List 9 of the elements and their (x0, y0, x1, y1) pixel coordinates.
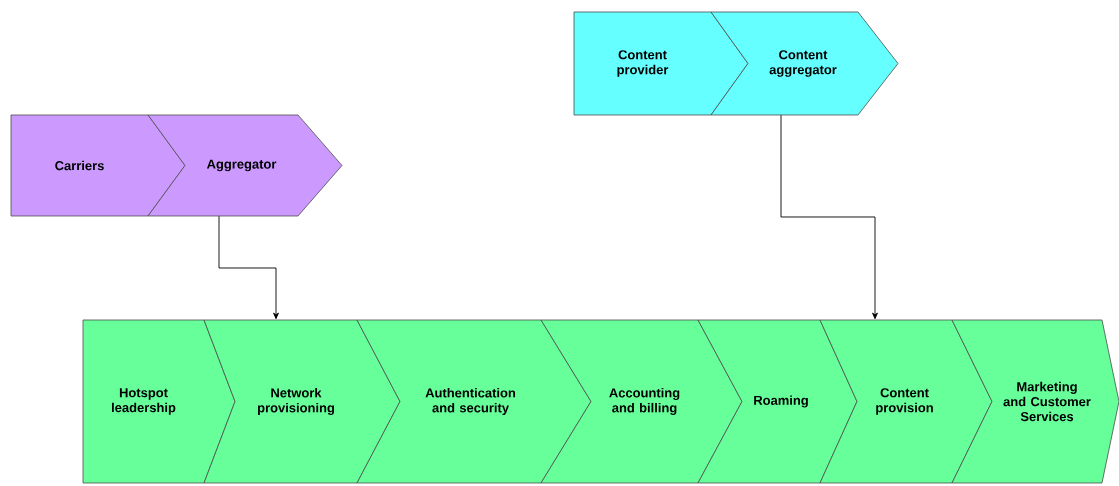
arrow (780, 114, 878, 320)
node-label: Marketing and Customer Services (1003, 381, 1091, 422)
node-label: Network provisioning (258, 387, 335, 416)
node-label: Content provision (876, 388, 933, 415)
node-label: Accounting and billing (609, 387, 680, 416)
node-label: Hotspot leadership (112, 388, 176, 415)
node-label: Roaming (754, 395, 808, 408)
node-label: Authentication and security (425, 387, 516, 415)
arrow (218, 215, 279, 320)
